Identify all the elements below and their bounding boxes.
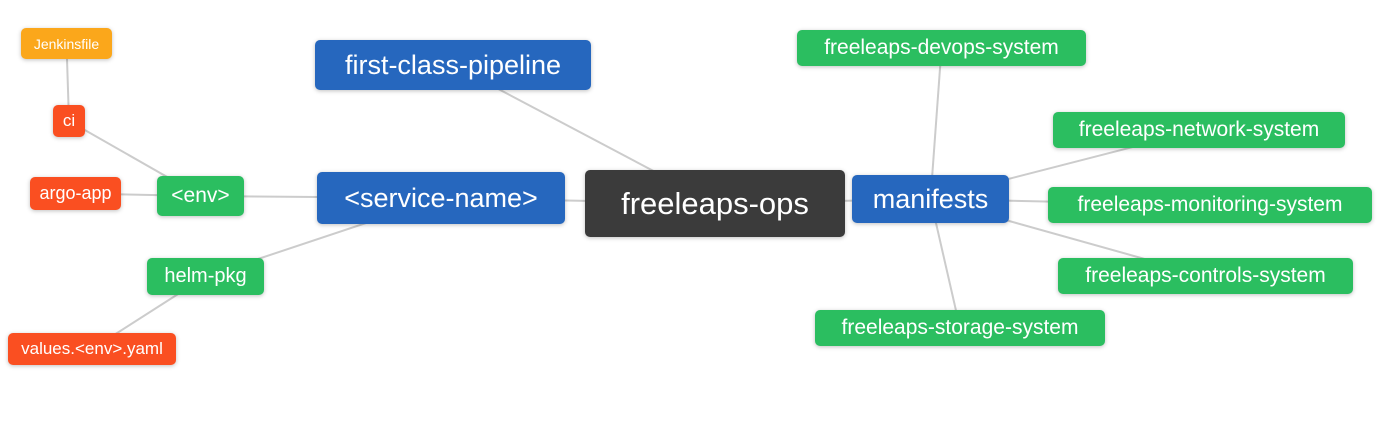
- node-argo-app[interactable]: argo-app: [30, 177, 121, 210]
- node-freeleaps-controls-system[interactable]: freeleaps-controls-system: [1058, 258, 1353, 294]
- node-freeleaps-monitoring-system[interactable]: freeleaps-monitoring-system: [1048, 187, 1372, 223]
- node-env[interactable]: <env>: [157, 176, 244, 216]
- edge-manifests--freeleaps-devops-system: [929, 47, 943, 200]
- node-helm-pkg[interactable]: helm-pkg: [147, 258, 264, 295]
- node-values-env-yaml[interactable]: values.<env>.yaml: [8, 333, 176, 365]
- node-freeleaps-storage-system[interactable]: freeleaps-storage-system: [815, 310, 1105, 346]
- node-ci[interactable]: ci: [53, 105, 85, 137]
- node-jenkinsfile[interactable]: Jenkinsfile: [21, 28, 112, 59]
- node-freeleaps-ops[interactable]: freeleaps-ops: [585, 170, 845, 237]
- node-service-name[interactable]: <service-name>: [317, 172, 565, 224]
- node-manifests[interactable]: manifests: [852, 175, 1009, 223]
- node-freeleaps-network-system[interactable]: freeleaps-network-system: [1053, 112, 1345, 148]
- node-first-class-pipeline[interactable]: first-class-pipeline: [315, 40, 591, 90]
- node-freeleaps-devops-system[interactable]: freeleaps-devops-system: [797, 30, 1086, 66]
